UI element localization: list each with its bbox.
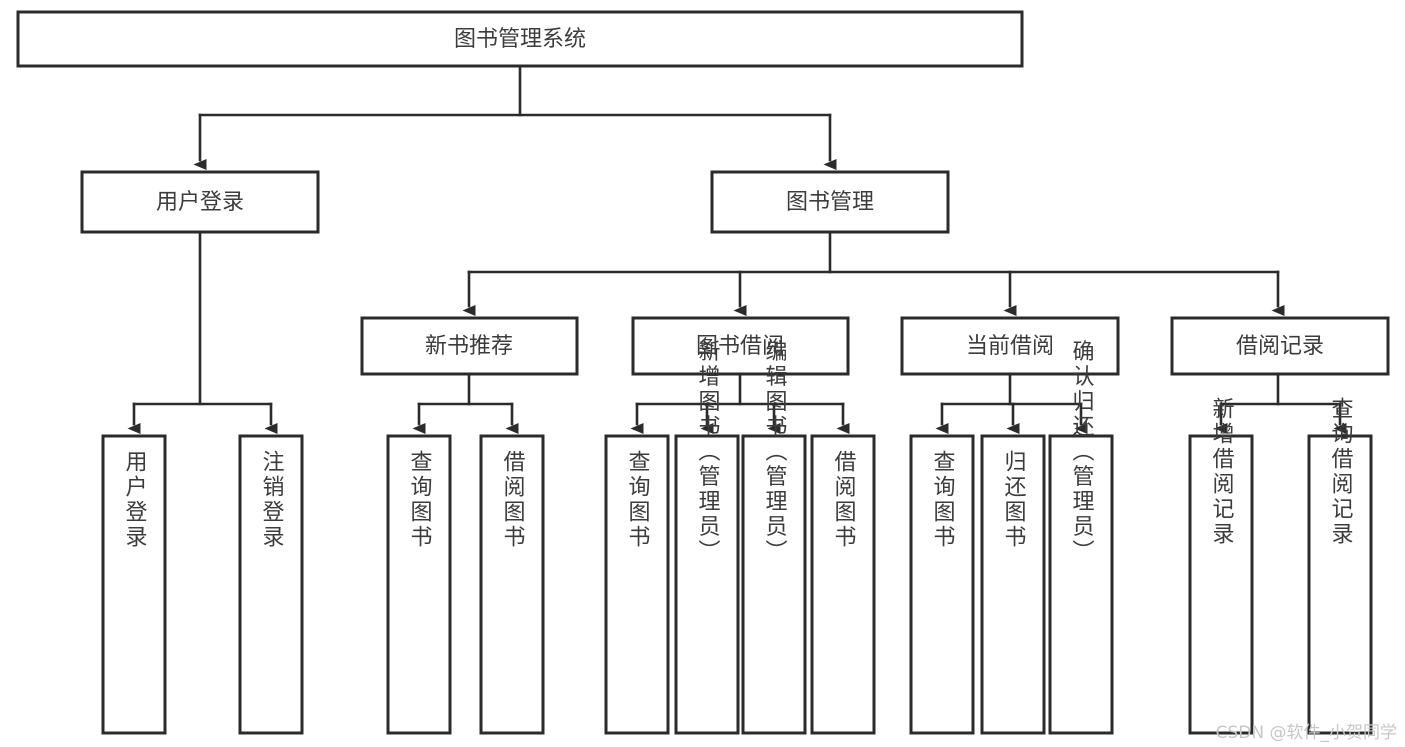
leaf-node[interactable]: 查询图书: [604, 434, 670, 735]
root-label: 图书管理系统: [454, 27, 586, 52]
node-current-borrow[interactable]: 当前借阅: [900, 316, 1120, 376]
leaf-box[interactable]: [479, 434, 545, 735]
leaf-box[interactable]: [674, 434, 740, 735]
leaf-label: 借阅图书: [831, 450, 857, 550]
leaf-node[interactable]: 查询图书: [386, 434, 452, 735]
leaf-node[interactable]: 查询借阅记录: [1307, 397, 1373, 735]
leaf-box[interactable]: [741, 434, 807, 735]
leaf-label: 查询图书: [407, 450, 433, 550]
leaf-node[interactable]: 编辑图书（管理员）: [741, 340, 807, 735]
root-box[interactable]: [16, 10, 1024, 68]
new-book-recommend-label: 新书推荐: [425, 334, 513, 359]
book-borrow-label: 图书借阅: [696, 334, 784, 359]
leaf-box[interactable]: [101, 434, 167, 735]
leaf-node[interactable]: 借阅图书: [479, 434, 545, 735]
leaf-label: 编辑图书（管理员）: [762, 340, 788, 565]
leaf-label: 注销登录: [259, 450, 285, 550]
leaf-node[interactable]: 新增图书（管理员）: [674, 340, 740, 735]
leaf-label: 新增图书（管理员）: [695, 340, 721, 565]
user-login-box[interactable]: [80, 170, 320, 234]
book-management-label: 图书管理: [786, 190, 874, 215]
leaf-box[interactable]: [1188, 434, 1254, 735]
leaf-node[interactable]: 查询图书: [909, 434, 975, 735]
leaf-label: 用户登录: [122, 450, 148, 550]
leaf-box[interactable]: [1048, 434, 1114, 735]
leaf-box[interactable]: [810, 434, 876, 735]
leaf-box[interactable]: [238, 434, 304, 735]
leaf-label: 归还图书: [1001, 450, 1027, 550]
leaf-node[interactable]: 新增借阅记录: [1188, 397, 1254, 735]
leaf-label: 查询图书: [930, 450, 956, 550]
leaf-node[interactable]: 注销登录: [238, 434, 304, 735]
leaf-node[interactable]: 确认归还（管理员）: [1048, 340, 1114, 735]
node-borrow-record[interactable]: 借阅记录: [1170, 316, 1390, 376]
leaf-label: 借阅图书: [500, 450, 526, 550]
leaf-node[interactable]: 用户登录: [101, 434, 167, 735]
leaf-box[interactable]: [604, 434, 670, 735]
csdn-watermark: CSDN @软件_小贺同学: [1215, 723, 1397, 743]
node-user-login[interactable]: 用户登录: [80, 170, 320, 234]
leaf-label: 查询图书: [625, 450, 651, 550]
leaf-box[interactable]: [386, 434, 452, 735]
current-borrow-box[interactable]: [900, 316, 1120, 376]
current-borrow-label: 当前借阅: [966, 334, 1054, 359]
leaf-node[interactable]: 归还图书: [980, 434, 1046, 735]
leaf-node[interactable]: 借阅图书: [810, 434, 876, 735]
leaf-box[interactable]: [980, 434, 1046, 735]
node-new-book-recommend[interactable]: 新书推荐: [360, 316, 579, 376]
book-borrow-box[interactable]: [631, 316, 850, 376]
leaf-label: 查询借阅记录: [1328, 397, 1354, 547]
leaf-label: 新增借阅记录: [1209, 397, 1235, 547]
connectors: [127, 64, 1347, 434]
leaf-label: 确认归还（管理员）: [1069, 340, 1095, 565]
user-login-label: 用户登录: [156, 190, 244, 215]
borrow-record-label: 借阅记录: [1236, 334, 1324, 359]
leaf-box[interactable]: [1307, 434, 1373, 735]
node-root[interactable]: 图书管理系统: [16, 10, 1024, 68]
node-book-management[interactable]: 图书管理: [710, 170, 950, 234]
borrow-record-box[interactable]: [1170, 316, 1390, 376]
node-book-borrow[interactable]: 图书借阅: [631, 316, 850, 376]
new-book-recommend-box[interactable]: [360, 316, 579, 376]
leaf-box[interactable]: [909, 434, 975, 735]
book-management-box[interactable]: [710, 170, 950, 234]
